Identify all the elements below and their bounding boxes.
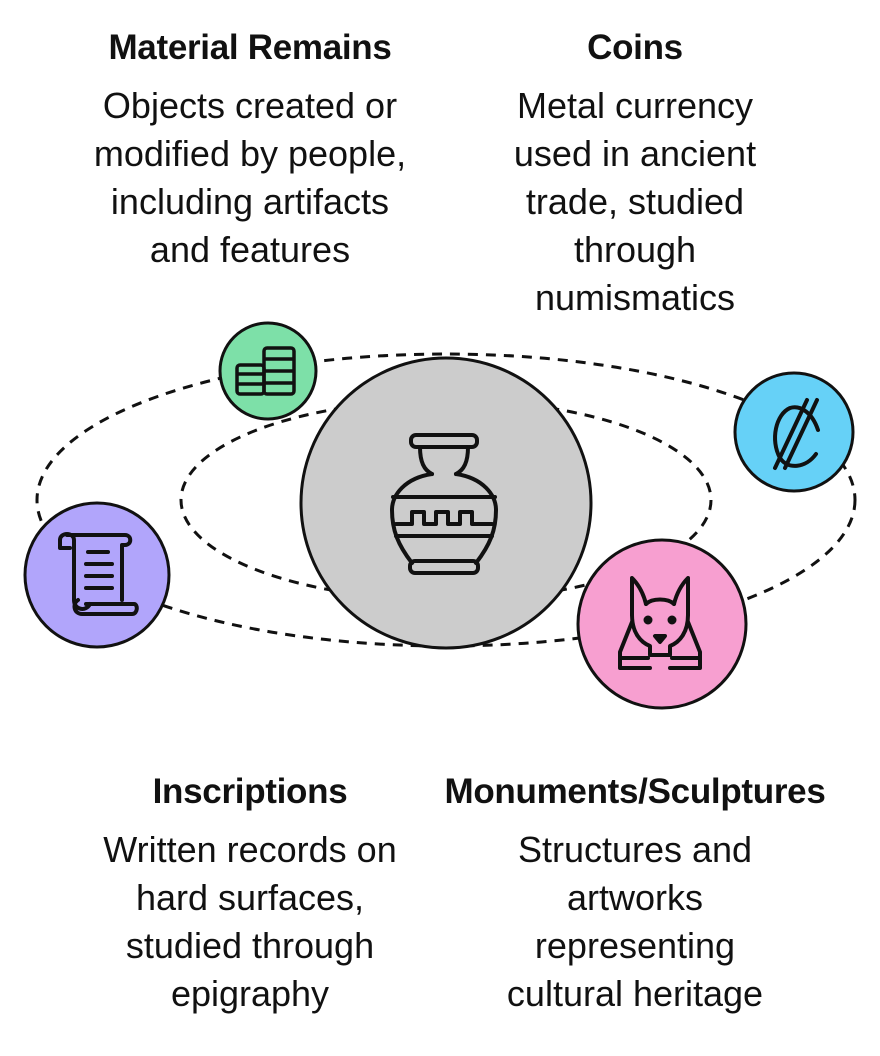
scroll-icon [58, 532, 139, 616]
label-inscriptions: Inscriptions Written records on hard sur… [70, 770, 430, 1018]
monuments-description: Structures and artworks representing cul… [506, 829, 764, 1014]
anubis-icon [618, 576, 702, 670]
monuments-circle [576, 538, 748, 710]
inscriptions-title: Inscriptions [152, 772, 348, 811]
monuments-title: Monuments/Sculptures [444, 772, 826, 811]
label-material-remains: Material Remains Objects created or modi… [70, 26, 430, 274]
material-remains-description: Objects created or modified by people, i… [93, 85, 407, 270]
label-monuments: Monuments/Sculptures Structures and artw… [420, 770, 850, 1018]
currency-symbol-icon [773, 398, 820, 470]
stacked-coins-icon [235, 346, 296, 396]
material-remains-title: Material Remains [108, 28, 392, 67]
amphora-icon [390, 433, 498, 575]
coins-description: Metal currency used in ancient trade, st… [513, 85, 757, 318]
inscriptions-description: Written records on hard surfaces, studie… [103, 829, 397, 1014]
center-circle [299, 356, 593, 650]
coins-title: Coins [587, 28, 683, 67]
outer-orbit [35, 352, 857, 648]
inscriptions-node [23, 501, 171, 649]
monuments-node [576, 538, 748, 710]
label-coins: Coins Metal currency used in ancient tra… [470, 26, 800, 322]
material-remains-node [218, 321, 318, 421]
center-node [299, 356, 593, 650]
coins-node [733, 371, 855, 493]
